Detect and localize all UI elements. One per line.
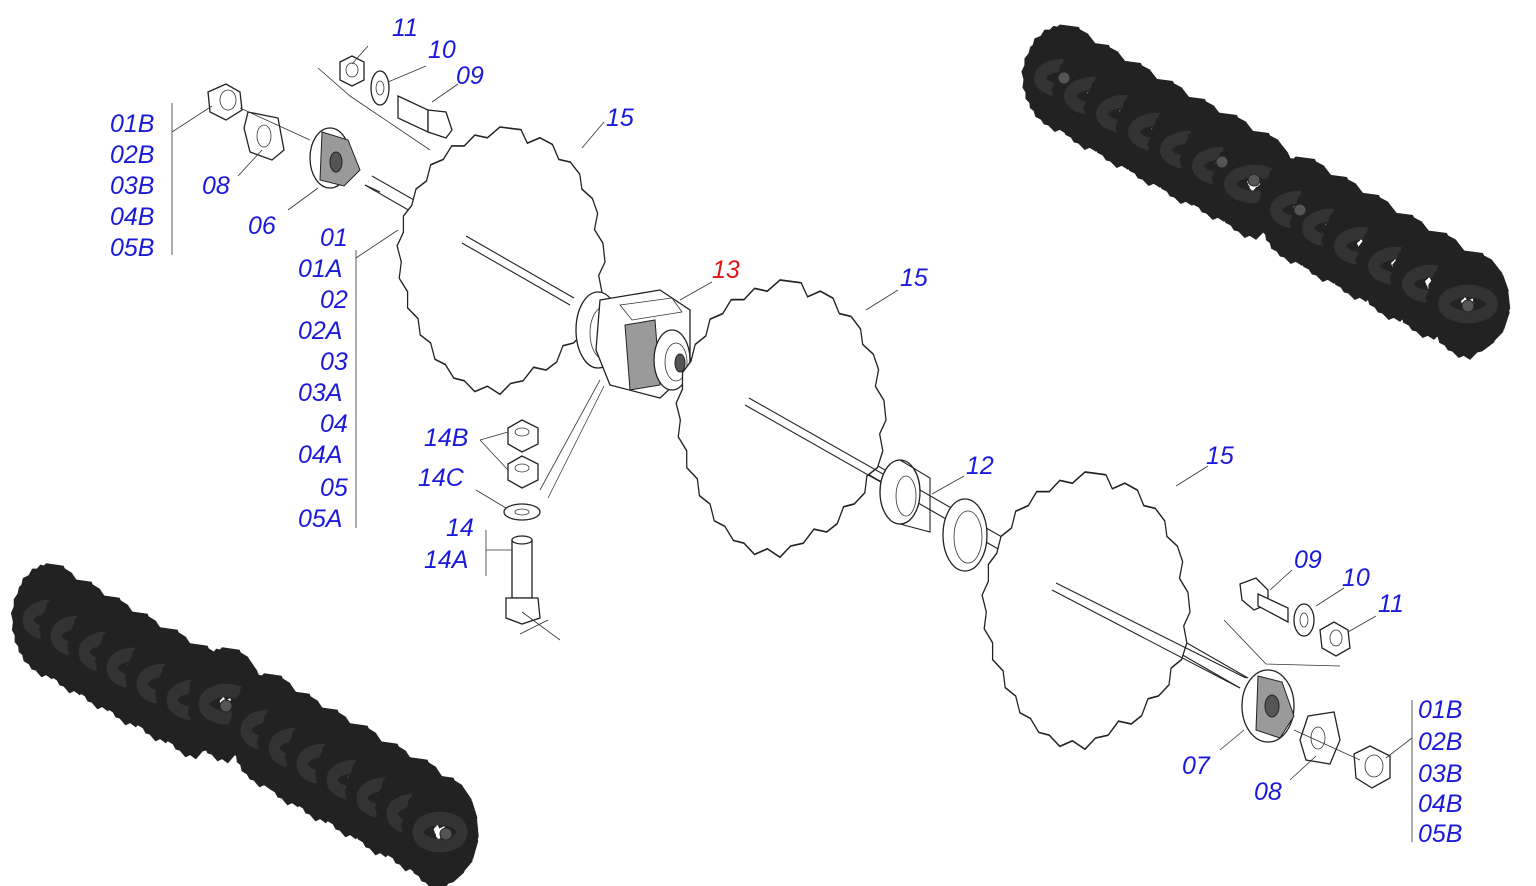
overview-assembly-top-right xyxy=(1039,46,1493,335)
label-07: 07 xyxy=(1182,752,1210,780)
bearing-housing xyxy=(575,289,691,399)
label-10-top: 10 xyxy=(428,36,456,64)
label-14: 14 xyxy=(446,514,474,542)
label-01: 01 xyxy=(320,224,348,252)
label-01b-left: 01B xyxy=(110,110,155,138)
disc-1 xyxy=(397,127,605,394)
label-05b-right: 05B xyxy=(1418,820,1463,848)
label-14a: 14A xyxy=(424,546,469,574)
top-hardware xyxy=(317,55,453,151)
label-13: 13 xyxy=(712,256,740,284)
overview-assembly-bottom-left xyxy=(27,586,463,865)
right-hardware xyxy=(1223,577,1391,789)
label-04: 04 xyxy=(320,410,348,438)
label-10-right: 10 xyxy=(1342,564,1370,592)
label-08-left: 08 xyxy=(202,172,230,200)
label-05b-left: 05B xyxy=(110,234,155,262)
label-09-top: 09 xyxy=(456,62,484,90)
disc-2 xyxy=(676,280,904,557)
label-02a: 02A xyxy=(298,317,343,345)
label-03: 03 xyxy=(320,348,348,376)
label-05a: 05A xyxy=(298,505,343,533)
label-06: 06 xyxy=(248,212,276,240)
label-02b-right: 02B xyxy=(1418,728,1463,756)
label-15-disc-2: 15 xyxy=(900,264,928,292)
label-02: 02 xyxy=(320,286,348,314)
label-02b-left: 02B xyxy=(110,141,155,169)
disc-3 xyxy=(982,472,1246,749)
spool xyxy=(879,459,988,572)
label-14c: 14C xyxy=(418,464,464,492)
label-01a: 01A xyxy=(298,255,343,283)
label-04a: 04A xyxy=(298,441,343,469)
label-14b: 14B xyxy=(424,424,469,452)
left-hardware xyxy=(207,83,381,193)
bolt-assembly xyxy=(503,379,605,641)
label-09-right: 09 xyxy=(1294,546,1322,574)
label-01b-right: 01B xyxy=(1418,696,1463,724)
leader-lines xyxy=(171,45,1413,842)
label-04b-left: 04B xyxy=(110,203,155,231)
label-03b-right: 03B xyxy=(1418,760,1463,788)
label-15-disc-1: 15 xyxy=(606,104,634,132)
label-03b-left: 03B xyxy=(110,172,155,200)
label-04b-right: 04B xyxy=(1418,790,1463,818)
label-08-right: 08 xyxy=(1254,778,1282,806)
label-11-right: 11 xyxy=(1378,590,1404,618)
label-05: 05 xyxy=(320,474,348,502)
label-11-top: 11 xyxy=(392,14,418,42)
label-15-disc-3: 15 xyxy=(1206,442,1234,470)
label-12: 12 xyxy=(966,452,994,480)
label-03a: 03A xyxy=(298,379,343,407)
